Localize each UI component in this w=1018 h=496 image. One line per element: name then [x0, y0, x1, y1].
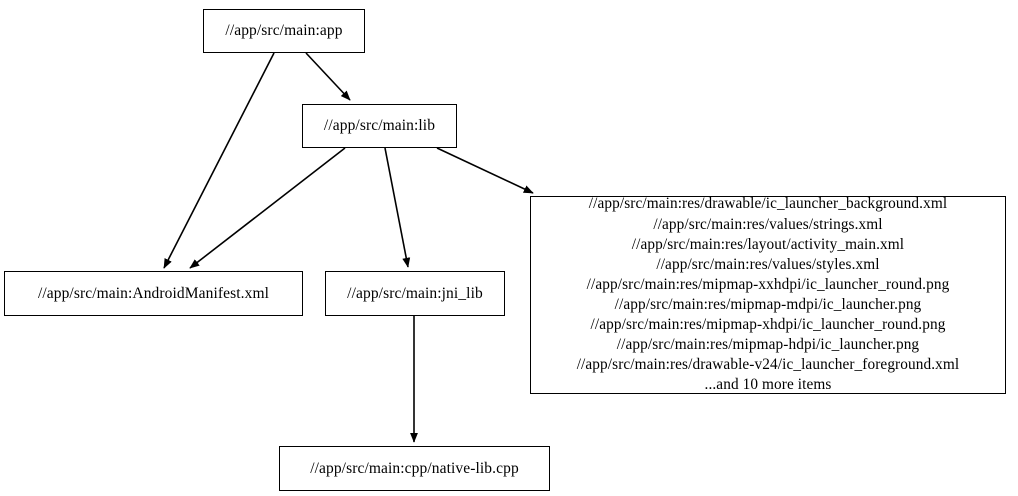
edge-lib-to-jnilib — [384, 147, 411, 268]
edge-lib-to-res — [436, 147, 534, 194]
node-android-manifest-label: //app/src/main:AndroidManifest.xml — [37, 284, 270, 302]
node-native-lib-cpp-label: //app/src/main:cpp/native-lib.cpp — [310, 459, 519, 477]
edge-app-to-manifest — [163, 52, 275, 269]
node-res-collection-label: //app/src/main:res/drawable/ic_launcher_… — [576, 195, 960, 394]
node-android-manifest[interactable]: //app/src/main:AndroidManifest.xml — [4, 271, 303, 316]
node-app-label: //app/src/main:app — [225, 22, 343, 40]
node-res-collection[interactable]: //app/src/main:res/drawable/ic_launcher_… — [530, 195, 1006, 394]
node-lib[interactable]: //app/src/main:lib — [302, 104, 457, 148]
node-lib-label: //app/src/main:lib — [323, 117, 436, 135]
edge-app-to-lib — [305, 52, 351, 101]
node-native-lib-cpp[interactable]: //app/src/main:cpp/native-lib.cpp — [279, 446, 550, 491]
node-app[interactable]: //app/src/main:app — [203, 9, 365, 53]
node-jni-lib[interactable]: //app/src/main:jni_lib — [325, 271, 505, 316]
node-jni-lib-label: //app/src/main:jni_lib — [347, 284, 483, 302]
edge-lib-to-manifest — [189, 147, 346, 269]
